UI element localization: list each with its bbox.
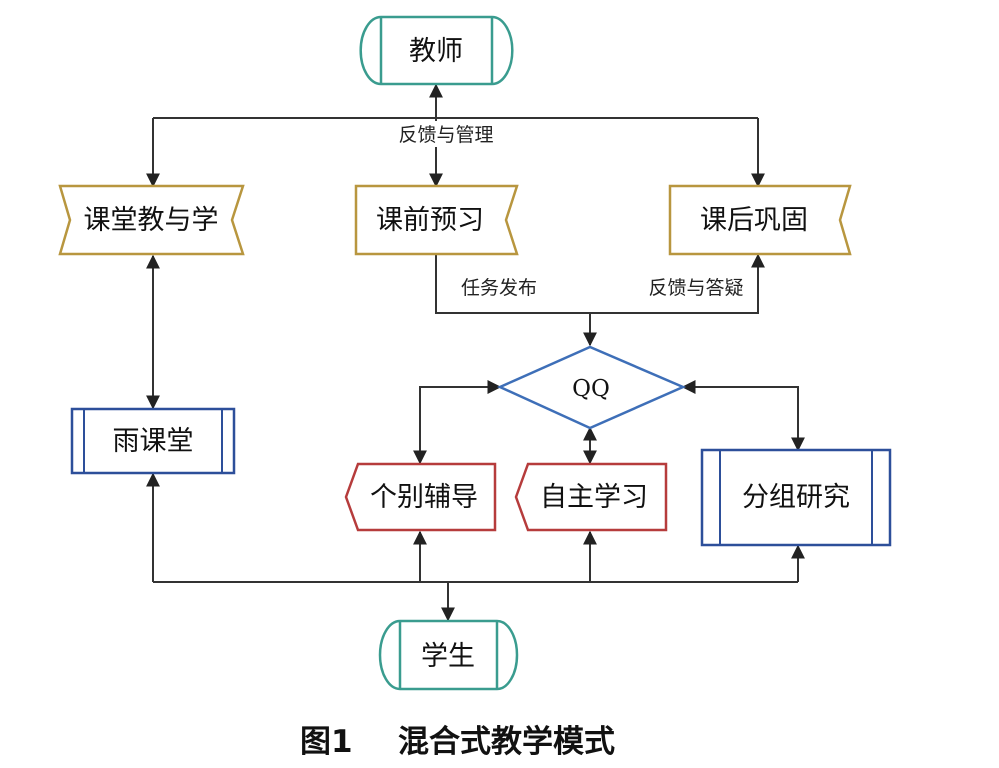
figure-title: 混合式教学模式 [398,724,615,760]
student-node: 学生 [378,619,519,691]
teacher-label: 教师 [409,36,463,67]
teacher-node: 教师 [359,15,514,86]
qq-node: QQ [496,345,687,430]
edge-label-feedback-answer: 反馈与答疑 [648,277,743,299]
pre-class-node: 课前预习 [354,184,519,256]
edge-label-task-publish: 任务发布 [461,277,537,299]
group-research-label: 分组研究 [742,482,850,513]
figure-label: 图1 [300,724,353,760]
pre-class-label: 课前预习 [376,205,484,236]
in-class-label: 课堂教与学 [84,205,219,236]
connectors [146,83,805,622]
individual-tutoring-label: 个别辅导 [370,482,478,513]
post-class-node: 课后巩固 [668,184,852,256]
individual-tutoring-node: 个别辅导 [344,462,497,532]
edge-label-feedback-manage: 反馈与管理 [398,124,493,146]
group-research-node: 分组研究 [700,448,892,547]
in-class-node: 课堂教与学 [58,184,245,256]
post-class-label: 课后巩固 [700,205,808,236]
rain-classroom-node: 雨课堂 [70,407,236,475]
self-study-label: 自主学习 [540,482,648,513]
self-study-node: 自主学习 [514,462,668,532]
qq-label: QQ [572,376,610,402]
student-label: 学生 [421,641,475,672]
rain-classroom-label: 雨课堂 [113,426,194,457]
